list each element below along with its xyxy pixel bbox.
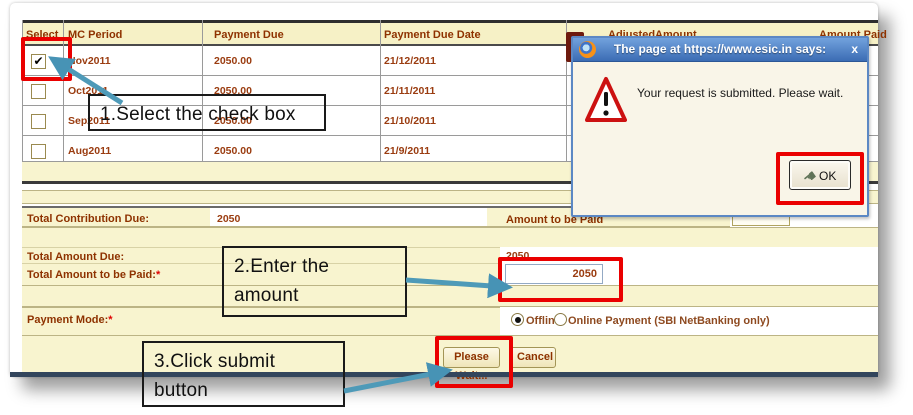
total-amount-to-pay-label-cell: Total Amount to be Paid:* bbox=[22, 263, 500, 285]
separator-band bbox=[22, 227, 878, 249]
online-radio-label: Online Payment (SBI NetBanking only) bbox=[568, 315, 770, 327]
total-contribution-label: Total Contribution Due: bbox=[27, 213, 149, 225]
cell-payment-due-date: 21/9/2011 bbox=[384, 145, 431, 157]
total-contribution-value: 2050 bbox=[217, 213, 241, 225]
row-checkbox[interactable] bbox=[31, 144, 46, 159]
cell-payment-due-date: 21/12/2011 bbox=[384, 55, 436, 67]
total-amount-to-pay-label: Total Amount to be Paid:* bbox=[27, 269, 161, 281]
row-checkbox[interactable] bbox=[31, 114, 46, 129]
dialog-message: Your request is submitted. Please wait. bbox=[637, 86, 844, 100]
cell-payment-due-date: 21/11/2011 bbox=[384, 85, 436, 97]
annotation-step2: 2.Enter the amount bbox=[222, 246, 407, 317]
dialog-title: The page at https://www.esic.in says: bbox=[613, 42, 827, 56]
firefox-icon bbox=[579, 41, 596, 58]
submit-button[interactable]: Please Wait... bbox=[443, 347, 500, 382]
total-contribution-row-label-cell: Total Contribution Due: bbox=[22, 206, 210, 227]
warning-icon bbox=[585, 77, 627, 122]
column-header-payment-due: Payment Due bbox=[214, 29, 284, 41]
column-header-mc-period: MC Period bbox=[68, 29, 123, 41]
amount-to-be-paid-label: Amount to be Paid bbox=[506, 214, 604, 226]
close-icon[interactable]: x bbox=[851, 42, 858, 56]
row-checkbox[interactable] bbox=[31, 84, 46, 99]
hand-pointer-icon: ☚ bbox=[799, 166, 821, 189]
column-divider bbox=[202, 20, 203, 162]
required-asterisk: * bbox=[108, 314, 113, 326]
cell-payment-due: 2050.00 bbox=[214, 55, 252, 67]
payment-mode-value-cell: Offline Online Payment (SBI NetBanking o… bbox=[500, 307, 878, 335]
offline-radio-label: Offline bbox=[526, 315, 561, 327]
payment-mode-label-cell: Payment Mode:* bbox=[22, 307, 500, 337]
cell-mc-period: Aug2011 bbox=[68, 145, 112, 157]
table-header-row: Select MC Period Payment Due Payment Due… bbox=[22, 20, 887, 46]
annotation-step1: 1.Select the check box bbox=[88, 94, 326, 131]
browser-alert-dialog: The page at https://www.esic.in says: x … bbox=[571, 36, 869, 217]
payment-mode-label: Payment Mode:* bbox=[27, 314, 113, 326]
total-amount-input[interactable] bbox=[505, 264, 603, 284]
page-bottom-rule bbox=[10, 372, 878, 377]
total-amount-due-label: Total Amount Due: bbox=[27, 251, 125, 263]
offline-radio[interactable] bbox=[511, 313, 524, 326]
cell-payment-due-date: 21/10/2011 bbox=[384, 115, 436, 127]
cell-payment-due: 2050.00 bbox=[214, 115, 252, 127]
total-contribution-value-cell: 2050 bbox=[210, 206, 487, 227]
column-divider bbox=[63, 20, 64, 162]
column-divider bbox=[380, 20, 381, 162]
dialog-title-bar[interactable]: The page at https://www.esic.in says: x bbox=[573, 38, 867, 62]
total-amount-due-value: 2050 bbox=[506, 250, 530, 262]
column-divider bbox=[566, 20, 567, 162]
column-header-payment-due-date: Payment Due Date bbox=[384, 29, 481, 41]
total-amount-due-value-cell: 2050 bbox=[500, 247, 878, 263]
table-left-border bbox=[22, 20, 23, 162]
annotation-step3: 3.Click submit button bbox=[142, 341, 345, 407]
row-checkbox-checked[interactable]: ✔ bbox=[31, 54, 46, 69]
ok-button[interactable]: ☚OK bbox=[789, 160, 851, 190]
online-radio[interactable] bbox=[554, 313, 567, 326]
required-asterisk: * bbox=[155, 269, 161, 281]
column-header-select[interactable]: Select bbox=[26, 29, 59, 41]
cancel-button[interactable]: Cancel bbox=[510, 347, 556, 368]
cell-payment-due: 2050.00 bbox=[214, 145, 252, 157]
separator-band bbox=[22, 285, 878, 307]
cell-mc-period: Nov2011 bbox=[68, 55, 111, 67]
